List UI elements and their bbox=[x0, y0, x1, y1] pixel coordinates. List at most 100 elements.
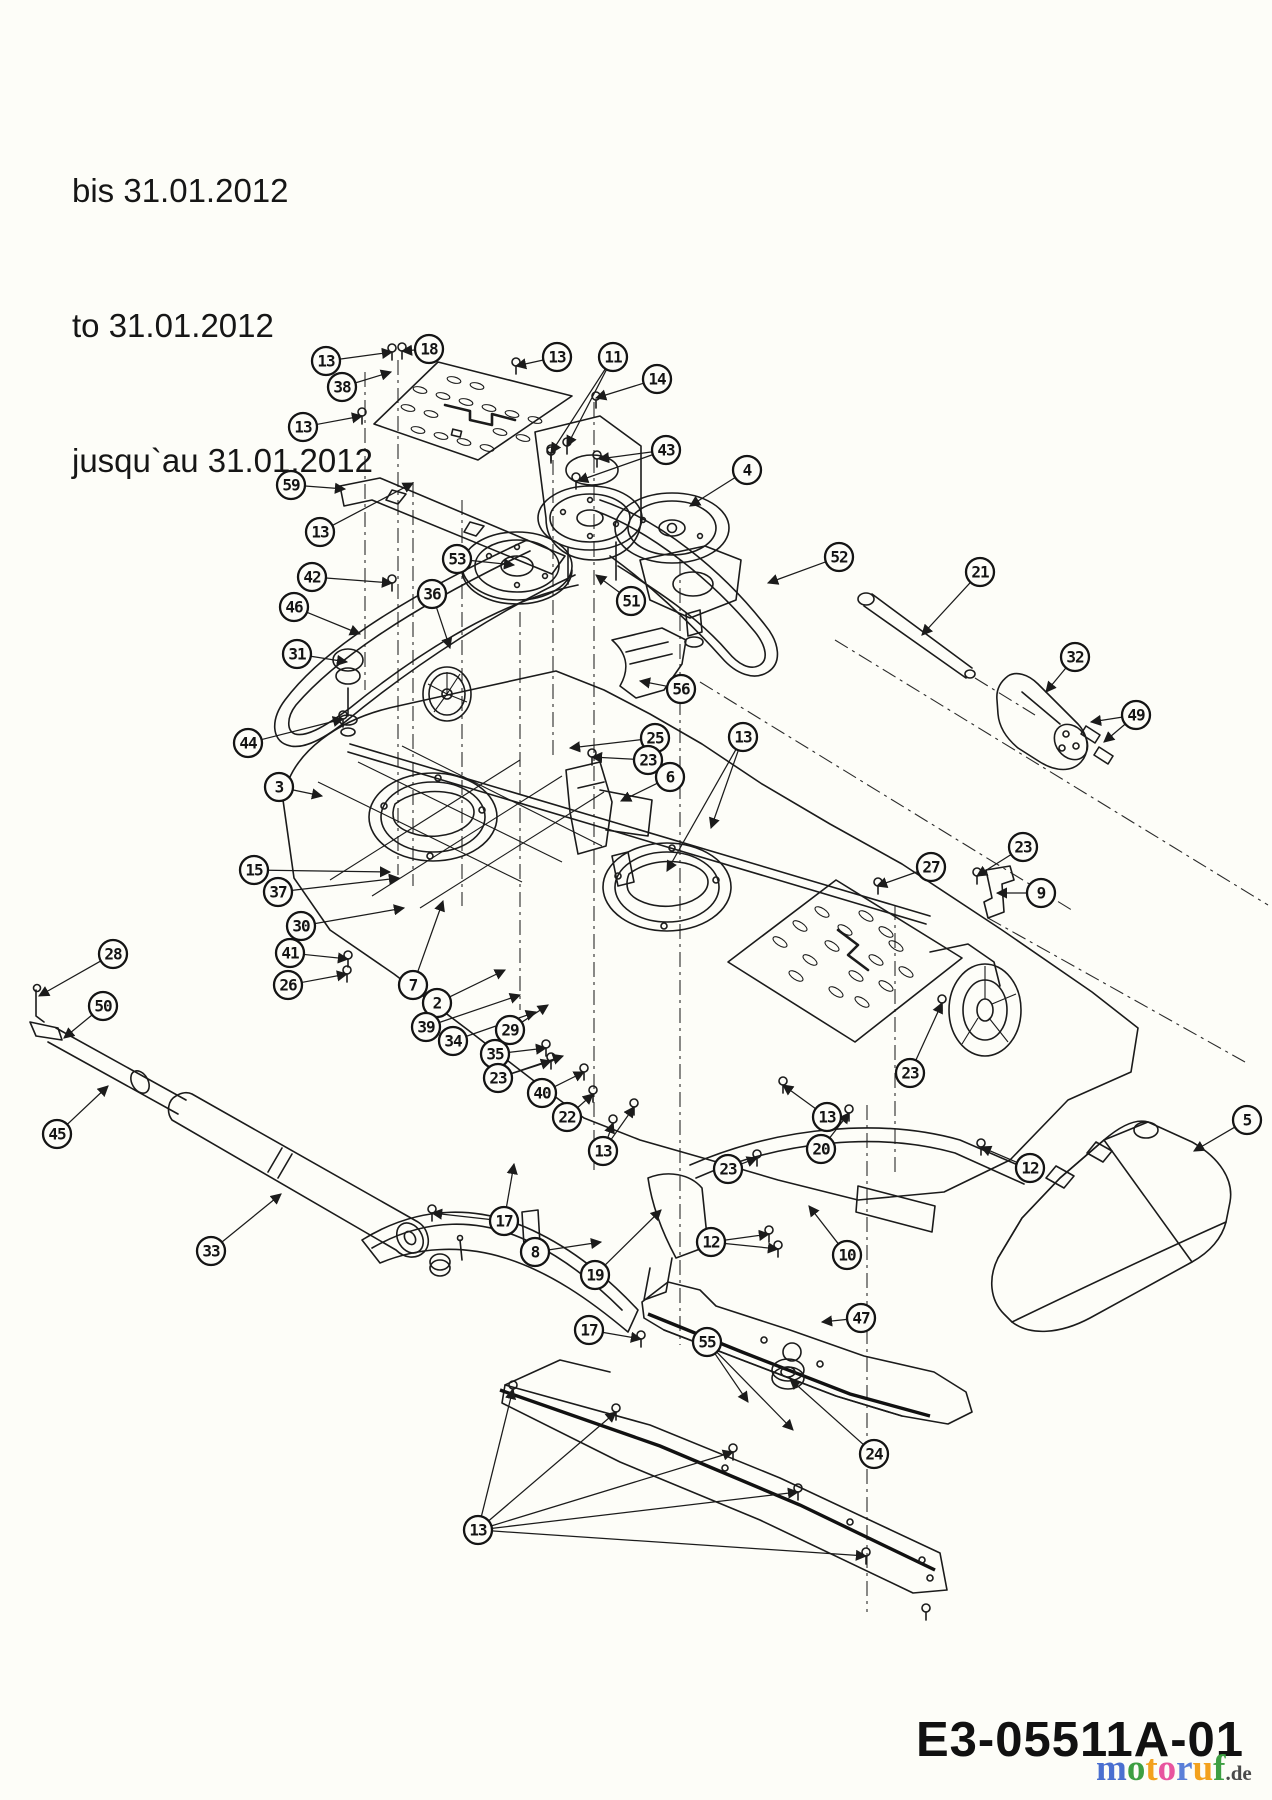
part-callout-10: 10 bbox=[831, 1239, 863, 1271]
part-callout-24: 24 bbox=[858, 1438, 890, 1470]
callout-leader bbox=[430, 1208, 491, 1221]
part-callout-4: 4 bbox=[731, 454, 763, 486]
part-number: 33 bbox=[202, 1242, 220, 1261]
part-number: 6 bbox=[666, 768, 675, 787]
watermark-letter: r bbox=[1176, 1748, 1193, 1789]
watermark-letter: u bbox=[1192, 1748, 1214, 1789]
callout-leader bbox=[221, 1193, 282, 1243]
part-callout-31: 31 bbox=[281, 638, 313, 670]
part-number: 32 bbox=[1066, 648, 1084, 667]
part-number: 49 bbox=[1127, 706, 1145, 725]
part-number: 4 bbox=[743, 461, 752, 480]
part-number: 13 bbox=[469, 1521, 487, 1540]
part-callout-29: 29 bbox=[494, 1014, 526, 1046]
part-number: 19 bbox=[586, 1266, 604, 1285]
part-number: 47 bbox=[852, 1309, 870, 1328]
callout-leader bbox=[554, 1071, 586, 1088]
part-callout-5: 5 bbox=[1231, 1104, 1263, 1136]
part-callout-21: 21 bbox=[964, 556, 996, 588]
blade-47 bbox=[641, 1281, 973, 1425]
drawing-number: E3-05511A-01 bbox=[916, 1713, 1245, 1767]
part-number: 9 bbox=[1037, 884, 1046, 903]
callout-leader bbox=[491, 1449, 735, 1527]
deck-rib-lattice bbox=[317, 745, 605, 909]
spindle-opening-right bbox=[602, 842, 732, 932]
part-number: 17 bbox=[495, 1212, 513, 1231]
part-callout-13: 13 bbox=[541, 341, 573, 373]
part-callout-34: 34 bbox=[437, 1025, 469, 1057]
callout-leader bbox=[1193, 1126, 1236, 1152]
callout-leader bbox=[604, 1209, 662, 1266]
part-number: 56 bbox=[672, 680, 690, 699]
callout-leader bbox=[304, 482, 347, 494]
part-number: 13 bbox=[594, 1142, 612, 1161]
part-callout-8: 8 bbox=[519, 1236, 551, 1268]
part-callout-15: 15 bbox=[238, 854, 270, 886]
callout-leader bbox=[597, 451, 653, 464]
callout-leader bbox=[548, 1237, 603, 1251]
part-callout-37: 37 bbox=[262, 876, 294, 908]
callout-leader bbox=[400, 344, 416, 356]
part-number: 59 bbox=[282, 476, 300, 495]
callout-leader bbox=[449, 969, 507, 998]
part-number: 35 bbox=[486, 1045, 504, 1064]
callout-leader bbox=[976, 853, 1012, 877]
part-callout-13: 13 bbox=[304, 516, 336, 548]
callout-leader bbox=[491, 1487, 800, 1529]
part-callout-47: 47 bbox=[845, 1302, 877, 1334]
part-number: 52 bbox=[830, 548, 848, 567]
part-number: 14 bbox=[648, 370, 666, 389]
part-number: 10 bbox=[838, 1246, 856, 1265]
part-callout-44: 44 bbox=[232, 727, 264, 759]
callout-leader bbox=[921, 581, 971, 636]
part-callout-49: 49 bbox=[1120, 699, 1152, 731]
part-number: 50 bbox=[94, 997, 112, 1016]
part-callout-33: 33 bbox=[195, 1235, 227, 1267]
part-number: 27 bbox=[922, 858, 940, 877]
callout-leader bbox=[339, 347, 394, 360]
discharge-chute bbox=[990, 1120, 1232, 1333]
part-callout-17: 17 bbox=[573, 1314, 605, 1346]
part-callout-41: 41 bbox=[274, 937, 306, 969]
callout-leader bbox=[604, 1121, 615, 1139]
part-number: 24 bbox=[865, 1445, 883, 1464]
part-number: 30 bbox=[292, 917, 310, 936]
part-number: 45 bbox=[48, 1125, 66, 1144]
part-number: 23 bbox=[1014, 838, 1032, 857]
part-number: 22 bbox=[558, 1108, 576, 1127]
callout-leader bbox=[666, 748, 737, 872]
deck-shell bbox=[282, 670, 1139, 1233]
side-baffle bbox=[643, 1173, 709, 1301]
part-callout-28: 28 bbox=[97, 938, 129, 970]
belt-keeper-bracket bbox=[611, 627, 687, 699]
part-callout-27: 27 bbox=[915, 851, 947, 883]
part-callout-32: 32 bbox=[1059, 641, 1091, 673]
roller-assembly bbox=[29, 1021, 464, 1277]
callout-leader bbox=[435, 607, 453, 650]
callout-leader bbox=[314, 904, 406, 925]
part-callout-23: 23 bbox=[894, 1057, 926, 1089]
part-callout-23: 23 bbox=[712, 1153, 744, 1185]
rear-bracket bbox=[983, 865, 1015, 919]
callout-leader bbox=[789, 1378, 864, 1446]
callout-leader bbox=[1103, 723, 1126, 743]
callout-leader bbox=[38, 960, 102, 997]
watermark-letter: o bbox=[1157, 1748, 1177, 1789]
part-callout-43: 43 bbox=[650, 434, 682, 466]
callout-leader bbox=[576, 454, 654, 483]
callout-leader bbox=[595, 574, 621, 594]
callout-leader bbox=[610, 1106, 635, 1140]
spindle-opening-left bbox=[368, 772, 498, 862]
part-callout-40: 40 bbox=[526, 1077, 558, 1109]
part-number: 3 bbox=[275, 778, 284, 797]
callout-leader bbox=[590, 751, 635, 764]
part-callout-50: 50 bbox=[87, 990, 119, 1022]
callout-leader bbox=[508, 1043, 548, 1055]
callout-leader bbox=[521, 1004, 549, 1023]
part-number: 15 bbox=[245, 861, 263, 880]
part-callout-17: 17 bbox=[488, 1205, 520, 1237]
part-callout-14: 14 bbox=[641, 363, 673, 395]
part-number: 46 bbox=[285, 598, 303, 617]
callout-leader bbox=[577, 1093, 594, 1109]
